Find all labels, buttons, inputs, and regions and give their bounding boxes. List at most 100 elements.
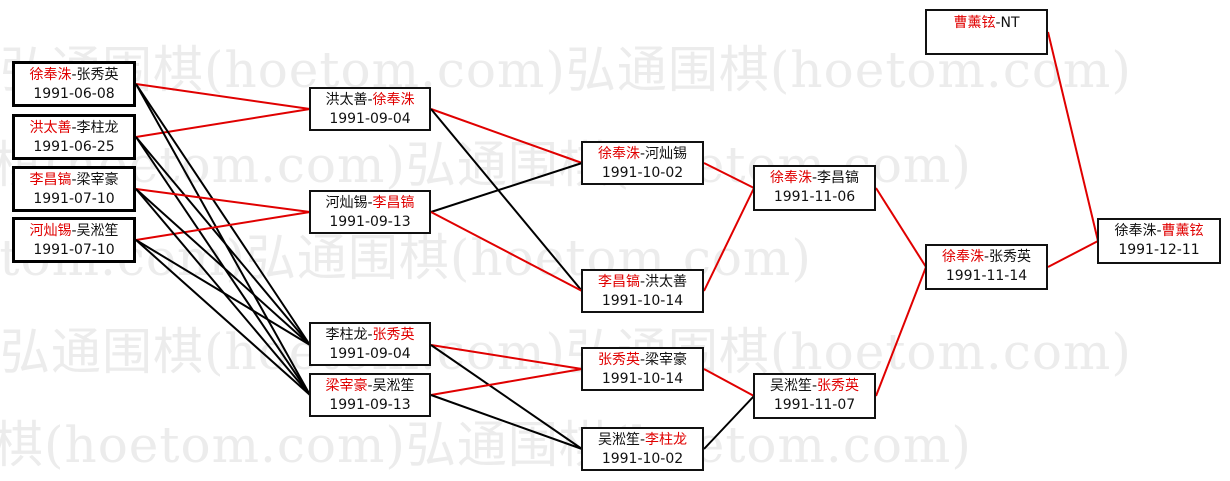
connector-line bbox=[703, 187, 755, 292]
connector-line bbox=[703, 395, 755, 450]
connector-line bbox=[430, 211, 583, 292]
match-date: 1991-11-14 bbox=[945, 268, 1028, 284]
match-players: 李昌镐-梁宰豪 bbox=[29, 172, 119, 188]
match-date: 1991-10-14 bbox=[601, 371, 684, 387]
match-r2-1: 洪太善-徐奉洙 1991-09-04 bbox=[309, 87, 431, 131]
player-a: 李柱龙 bbox=[325, 327, 368, 343]
match-r3-4: 吴淞笙-李柱龙 1991-10-02 bbox=[581, 427, 704, 471]
match-final: 徐奉洙-曹薰铉 1991-12-11 bbox=[1097, 218, 1221, 264]
match-r2-3: 李柱龙-张秀英 1991-09-04 bbox=[309, 322, 431, 366]
connector-line bbox=[430, 344, 583, 450]
match-players: 曹薰铉-NT bbox=[953, 15, 1020, 31]
match-semifinal: 徐奉洙-张秀英 1991-11-14 bbox=[925, 244, 1048, 290]
player-a: 徐奉洙 bbox=[29, 67, 72, 83]
match-date: 1991-07-10 bbox=[33, 191, 115, 207]
connector-line bbox=[135, 239, 311, 346]
match-date: 1991-07-10 bbox=[33, 242, 115, 258]
match-date: 1991-11-06 bbox=[773, 189, 856, 205]
connector-line bbox=[135, 136, 311, 346]
player-a: 徐奉洙 bbox=[941, 249, 984, 265]
player-b: 张秀英 bbox=[989, 249, 1032, 265]
match-players: 李昌镐-洪太善 bbox=[597, 274, 688, 290]
match-players: 徐奉洙-曹薰铉 bbox=[1114, 223, 1204, 239]
connector-line bbox=[1047, 31, 1099, 242]
connector-line bbox=[135, 239, 311, 396]
player-b: 吴淞笙 bbox=[372, 378, 415, 394]
match-date: 1991-09-04 bbox=[329, 111, 411, 127]
player-a: 梁宰豪 bbox=[325, 378, 368, 394]
player-b: 张秀英 bbox=[76, 67, 119, 83]
match-date: 1991-12-11 bbox=[1118, 242, 1200, 258]
player-a: 吴淞笙 bbox=[597, 432, 640, 448]
player-b: 李昌镐 bbox=[817, 170, 860, 186]
match-r1-1: 徐奉洙-张秀英 1991-06-08 bbox=[12, 61, 136, 107]
connector-line bbox=[875, 266, 927, 397]
connector-line bbox=[430, 108, 583, 292]
player-a: 徐奉洙 bbox=[769, 170, 812, 186]
player-a: 吴淞笙 bbox=[769, 378, 812, 394]
match-players: 李柱龙-张秀英 bbox=[325, 327, 415, 343]
match-date: 1991-06-08 bbox=[33, 86, 115, 102]
player-b: 梁宰豪 bbox=[76, 172, 119, 188]
match-date: 1991-06-25 bbox=[33, 139, 115, 155]
player-b: 张秀英 bbox=[372, 327, 415, 343]
match-r1-4: 河灿锡-吴淞笙 1991-07-10 bbox=[12, 217, 136, 263]
player-a: 李昌镐 bbox=[597, 274, 640, 290]
match-date: 1991-10-02 bbox=[601, 451, 684, 467]
player-b: 洪太善 bbox=[645, 274, 688, 290]
player-b: 河灿锡 bbox=[645, 146, 688, 162]
connector-line bbox=[430, 344, 583, 370]
match-date: 1991-10-02 bbox=[601, 165, 684, 181]
connector-line bbox=[703, 368, 755, 397]
match-players: 徐奉洙-张秀英 bbox=[941, 249, 1032, 265]
connector-line bbox=[430, 108, 583, 164]
player-b: NT bbox=[1000, 15, 1020, 31]
match-players: 张秀英-梁宰豪 bbox=[597, 352, 688, 368]
connector-line bbox=[135, 108, 311, 138]
connector-line bbox=[135, 83, 311, 110]
match-players: 洪太善-徐奉洙 bbox=[325, 92, 415, 108]
player-b: 吴淞笙 bbox=[76, 223, 119, 239]
match-players: 徐奉洙-李昌镐 bbox=[769, 170, 860, 186]
match-r3-3: 张秀英-梁宰豪 1991-10-14 bbox=[581, 347, 704, 391]
match-date: 1991-10-14 bbox=[601, 293, 684, 309]
match-r4-2: 吴淞笙-张秀英 1991-11-07 bbox=[753, 373, 876, 419]
connector-line bbox=[135, 211, 311, 241]
player-b: 李柱龙 bbox=[76, 120, 119, 136]
connector-line bbox=[135, 188, 311, 213]
connector-line bbox=[703, 162, 755, 189]
match-r4-1: 徐奉洙-李昌镐 1991-11-06 bbox=[753, 165, 876, 211]
player-b: 曹薰铉 bbox=[1161, 223, 1204, 239]
connector-line bbox=[430, 368, 583, 396]
connector-line bbox=[875, 187, 927, 268]
match-date: 1991-09-13 bbox=[329, 397, 411, 413]
match-r1-3: 李昌镐-梁宰豪 1991-07-10 bbox=[12, 166, 136, 212]
match-r3-1: 徐奉洙-河灿锡 1991-10-02 bbox=[581, 141, 704, 185]
match-players: 河灿锡-吴淞笙 bbox=[29, 223, 119, 239]
connector-line bbox=[430, 394, 583, 450]
match-players: 梁宰豪-吴淞笙 bbox=[325, 378, 415, 394]
player-a: 河灿锡 bbox=[29, 223, 72, 239]
match-players: 洪太善-李柱龙 bbox=[29, 120, 119, 136]
match-date: 1991-09-13 bbox=[329, 214, 411, 230]
player-a: 曹薰铉 bbox=[953, 15, 996, 31]
player-a: 张秀英 bbox=[597, 352, 640, 368]
player-b: 李柱龙 bbox=[645, 432, 688, 448]
connector-line bbox=[135, 83, 311, 346]
player-a: 洪太善 bbox=[29, 120, 72, 136]
player-b: 张秀英 bbox=[817, 378, 860, 394]
player-a: 河灿锡 bbox=[325, 195, 368, 211]
match-r1-2: 洪太善-李柱龙 1991-06-25 bbox=[12, 114, 136, 160]
match-r2-2: 河灿锡-李昌镐 1991-09-13 bbox=[309, 190, 431, 234]
player-b: 梁宰豪 bbox=[645, 352, 688, 368]
seed-entry: 曹薰铉-NT bbox=[925, 9, 1048, 55]
player-a: 李昌镐 bbox=[29, 172, 72, 188]
match-players: 吴淞笙-李柱龙 bbox=[597, 432, 688, 448]
player-a: 洪太善 bbox=[325, 92, 368, 108]
player-a: 徐奉洙 bbox=[1114, 223, 1157, 239]
match-players: 河灿锡-李昌镐 bbox=[325, 195, 415, 211]
player-a: 徐奉洙 bbox=[597, 146, 640, 162]
match-r2-4: 梁宰豪-吴淞笙 1991-09-13 bbox=[309, 373, 431, 417]
match-players: 徐奉洙-河灿锡 bbox=[597, 146, 688, 162]
